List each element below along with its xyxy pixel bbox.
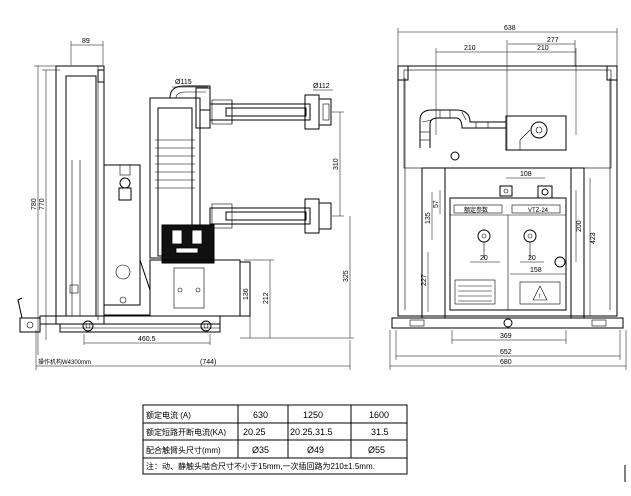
note-operating-mechanism: 操作机构W4300mm [38, 358, 91, 366]
row-breaking-current-c2: 20.25.31.5 [290, 427, 333, 437]
dim-h-135: 135 [425, 212, 432, 224]
dim-mid-height: 212 [263, 292, 270, 304]
dim-width-20a: 20 [480, 255, 488, 262]
dim-base-height: 136 [243, 288, 250, 300]
spec-table: 额定电流 (A) 630 1250 1600 额定短路开断电流(KA) 20.2… [142, 404, 408, 475]
dim-width-680: 680 [500, 359, 512, 366]
dim-overall-top: 638 [504, 25, 516, 32]
cable-arm-segments [420, 110, 489, 141]
dim-bushing-dia: Ø112 [313, 83, 330, 90]
front-view: 638 277 210 210 [389, 25, 627, 370]
nameplate-left: 额定参数 [464, 206, 488, 214]
dim-h-200: 200 [576, 220, 583, 232]
dim-width-369: 369 [500, 333, 512, 340]
row-contact-size-label: 配合触臂头尺寸(mm) [146, 445, 221, 455]
row-contact-size-c1: Ø35 [252, 445, 269, 455]
row-contact-size-c3: Ø55 [368, 445, 385, 455]
row-rated-current-1250: 1250 [303, 410, 323, 420]
dim-height-total: 780 [31, 198, 38, 210]
current-transformer [161, 224, 215, 264]
row-rated-current-label: 额定电流 (A) [146, 410, 191, 420]
insulator-ribs [155, 139, 195, 189]
dim-top-210b: 210 [537, 45, 549, 52]
dim-lower-height: 325 [343, 270, 350, 282]
nameplate-right: VTZ-24 [528, 208, 549, 214]
dim-h-57: 57 [433, 200, 440, 208]
dim-top-277: 277 [547, 37, 559, 44]
row-breaking-current-c3: 31.5 [371, 427, 389, 437]
dim-width-158: 158 [530, 267, 542, 274]
dim-width-20b: 20 [528, 255, 536, 262]
row-rated-current-1600: 1600 [369, 410, 389, 420]
svg-text:!: ! [539, 294, 541, 300]
row-breaking-current-label: 额定短路开断电流(KA) [146, 427, 226, 437]
dim-h-423: 423 [590, 232, 597, 244]
row-contact-size-c2: Ø49 [307, 445, 324, 455]
dim-top-210a: 210 [464, 45, 476, 52]
dim-bottom-front: 460.5 [138, 336, 156, 343]
side-view: 89 780 770 [17, 38, 354, 370]
dim-width-652: 652 [500, 349, 512, 356]
row-breaking-current-c1: 20.25 [243, 427, 266, 437]
dim-bushing-pitch: 310 [333, 158, 340, 170]
dim-top-width: 89 [82, 38, 90, 45]
dim-width-108: 108 [520, 171, 532, 178]
dim-bottom-total: (744) [200, 359, 216, 366]
dim-arm-length: Ø115 [175, 79, 192, 86]
dim-h-227: 227 [421, 274, 428, 286]
row-rated-current-630: 630 [253, 410, 268, 420]
table-note: 注：动、静触头啮合尺寸不小于15mm,一次插回路为210±1.5mm. [146, 461, 375, 471]
dim-height-inner: 770 [39, 198, 46, 210]
